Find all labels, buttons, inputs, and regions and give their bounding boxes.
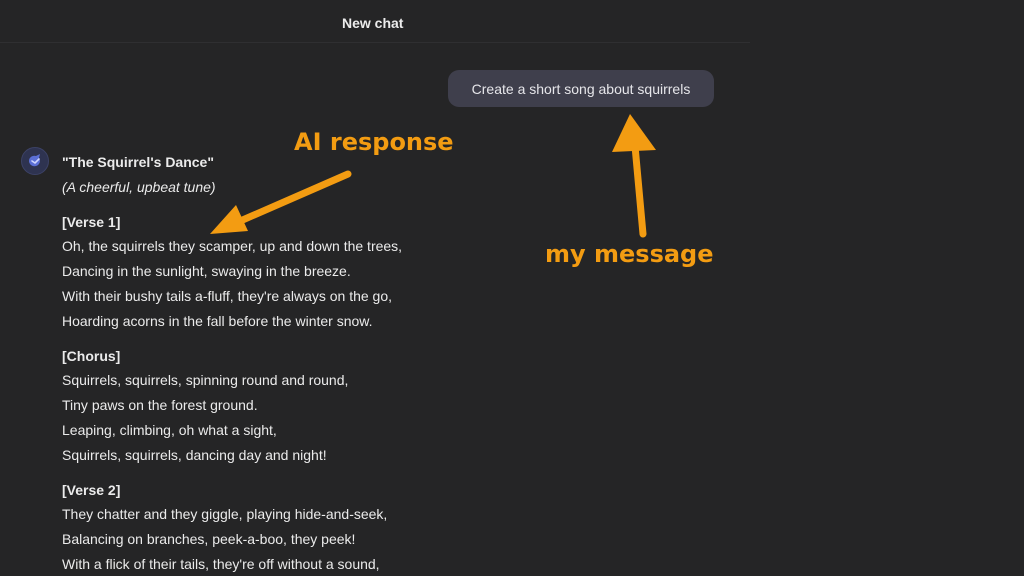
lyric-line: Oh, the squirrels they scamper, up and d… [62,238,403,255]
stanza-verse-2: [Verse 2] They chatter and they giggle, … [62,478,502,576]
stanza-label: [Chorus] [62,347,121,364]
stanza-verse-1: [Verse 1] Oh, the squirrels they scamper… [62,210,502,334]
assistant-avatar [21,147,49,175]
ai-response-annotation: AI response [294,128,454,156]
stanza-chorus: [Chorus] Squirrels, squirrels, spinning … [62,344,502,468]
lyric-line: With a flick of their tails, they're off… [62,555,380,572]
lyric-line: Squirrels, squirrels, spinning round and… [62,372,349,389]
lyric-line: Tiny paws on the forest ground. [62,397,258,414]
my-message-arrow-icon [612,114,656,238]
user-message-bubble: Create a short song about squirrels [448,70,714,107]
chat-header: New chat [0,0,750,43]
user-message-text: Create a short song about squirrels [471,80,691,97]
ai-response: "The Squirrel's Dance" (A cheerful, upbe… [62,150,502,576]
lyric-line: Hoarding acorns in the fall before the w… [62,312,373,329]
lyric-line: Dancing in the sunlight, swaying in the … [62,263,351,280]
response-title: "The Squirrel's Dance" [62,154,214,170]
stanza-label: [Verse 2] [62,481,121,498]
assistant-logo-icon [29,154,40,167]
lyric-line: They chatter and they giggle, playing hi… [62,506,388,523]
chat-title: New chat [342,15,404,31]
my-message-annotation: my message [545,240,714,268]
lyric-line: Balancing on branches, peek-a-boo, they … [62,531,356,548]
lyric-line: Leaping, climbing, oh what a sight, [62,421,277,438]
lyric-line: Squirrels, squirrels, dancing day and ni… [62,446,327,463]
lyric-line: With their bushy tails a-fluff, they're … [62,287,393,304]
response-subtitle: (A cheerful, upbeat tune) [62,178,216,195]
stanza-label: [Verse 1] [62,213,121,230]
